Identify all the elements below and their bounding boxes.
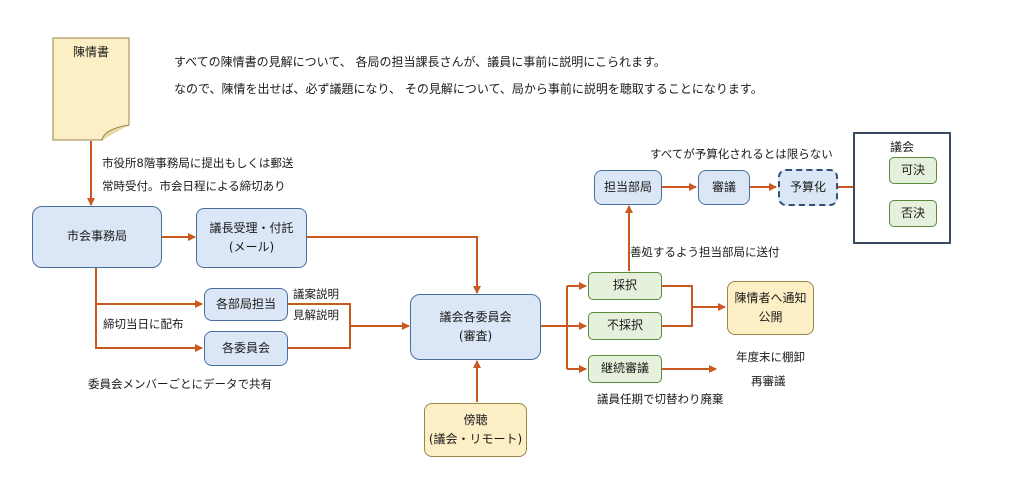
deny-box: 否決 (889, 200, 937, 227)
continue-review-label: 継続審議 (600, 361, 649, 376)
notify-label: 陳情者へ通知 (734, 290, 807, 305)
each-committee-label: 各委員会 (221, 340, 270, 355)
dept-staff-box: 各部局担当 (204, 288, 288, 321)
budget-box: 予算化 (778, 169, 838, 206)
reject-label: 不採択 (606, 318, 643, 333)
dept-label: 担当部局 (603, 179, 652, 194)
notify-sub: 公開 (758, 310, 783, 324)
each-committee-box: 各委員会 (204, 331, 288, 366)
not-all-label: すべてが予算化されるとは限らない (650, 147, 833, 161)
public-viewing-sub: (議会・リモート) (428, 432, 523, 446)
dept-staff-label: 各部局担当 (215, 296, 276, 311)
public-viewing-box: 傍聴 (議会・リモート) (424, 403, 527, 457)
dept-box: 担当部局 (594, 170, 662, 205)
reject-box: 不採択 (588, 312, 662, 340)
explain-label-1: 議案説明 (293, 287, 339, 301)
explain-label-2: 見解説明 (293, 308, 339, 322)
chair-acceptance-box: 議長受理・付託 (メール) (196, 208, 307, 268)
approve-label: 可決 (900, 162, 925, 177)
submit-label-1: 市役所8階事務局に提出もしくは郵送 (102, 156, 294, 170)
discard-label: 議員任期で切替わり廃棄 (597, 392, 724, 406)
document-icon (52, 37, 130, 141)
chair-acceptance-label: 議長受理・付託 (209, 220, 294, 235)
council-committee-box: 議会各委員会 (審査) (410, 294, 541, 360)
assembly-title: 議会 (889, 140, 914, 154)
distribute-label: 締切当日に配布 (103, 317, 184, 331)
review-box: 審議 (698, 170, 750, 205)
council-committee-sub: (審査) (458, 329, 493, 343)
share-label: 委員会メンバーごとにデータで共有 (88, 377, 272, 391)
continue-review-box: 継続審議 (588, 355, 662, 383)
budget-label: 予算化 (789, 179, 826, 194)
assembly-box: 議会 (853, 132, 951, 244)
shelve-label-2: 再審議 (751, 374, 786, 388)
header-line-1: すべての陳情書の見解について、 各局の担当課長さんが、議員に事前に説明にこられま… (174, 55, 666, 69)
deny-label: 否決 (900, 205, 925, 220)
city-secretariat-label: 市会事務局 (66, 229, 127, 244)
approve-box: 可決 (889, 157, 937, 184)
review-label: 審議 (711, 179, 736, 194)
council-committee-label: 議会各委員会 (439, 309, 512, 324)
adopt-label: 採択 (612, 278, 637, 293)
petition-document: 陳情書 (52, 37, 130, 141)
shelve-label-1: 年度末に棚卸 (736, 350, 805, 364)
header-line-2: なので、陳情を出せば、必ず議題になり、 その見解について、局から事前に説明を聴取… (174, 82, 763, 96)
send-label: 善処するよう担当部局に送付 (630, 245, 780, 259)
chair-acceptance-sub: (メール) (228, 240, 275, 254)
submit-label-2: 常時受付。市会日程による締切あり (102, 179, 286, 193)
notify-box: 陳情者へ通知 公開 (727, 281, 814, 335)
city-secretariat-box: 市会事務局 (32, 206, 162, 268)
adopt-box: 採択 (588, 272, 662, 300)
public-viewing-label: 傍聴 (463, 412, 488, 427)
petition-title: 陳情書 (72, 45, 109, 59)
